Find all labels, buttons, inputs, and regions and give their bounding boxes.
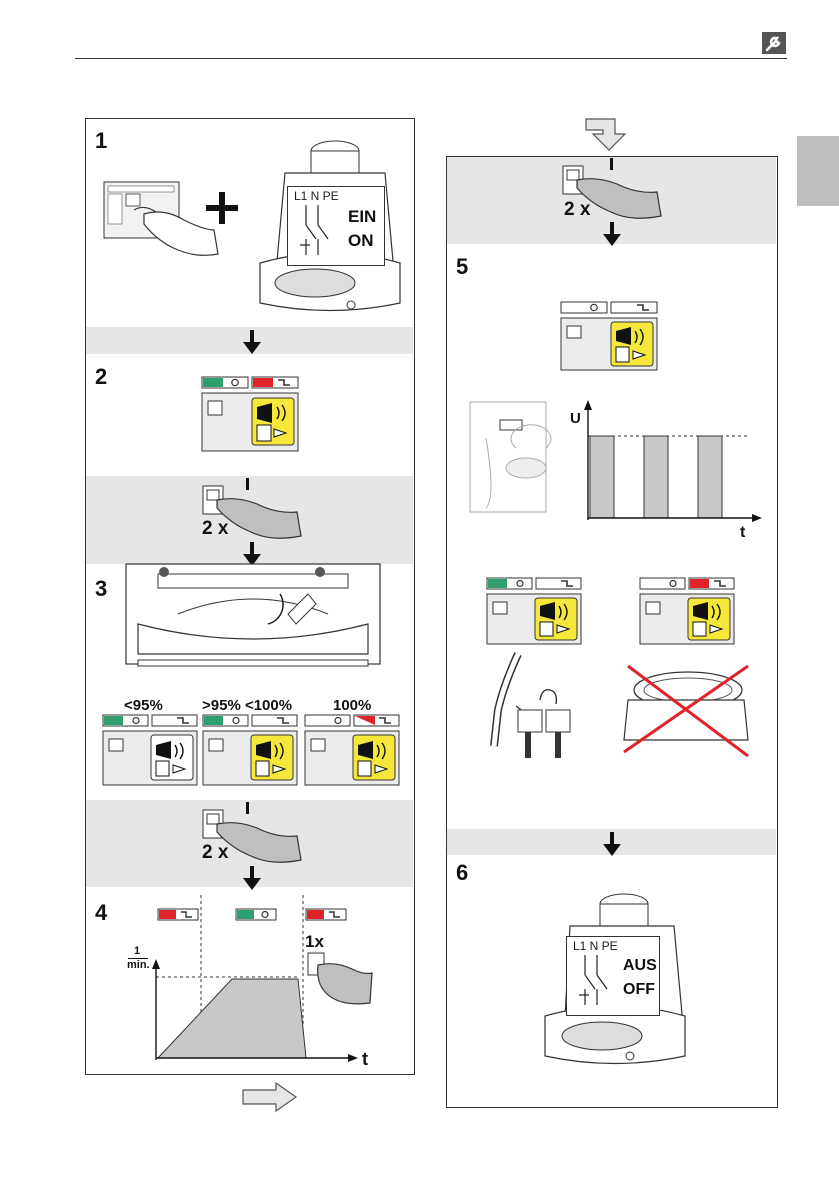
header-rule bbox=[75, 58, 787, 59]
switch-on-de: EIN bbox=[348, 207, 376, 227]
down-arrow-4 bbox=[603, 222, 621, 248]
switch-symbol bbox=[294, 205, 342, 255]
status-panel-step5-green bbox=[487, 578, 581, 644]
fill-level-100: 100% bbox=[333, 697, 371, 714]
switch-off-de: AUS bbox=[623, 957, 657, 975]
speed-y-numerator: 1 bbox=[134, 945, 140, 957]
press-count-2: 2 x bbox=[202, 842, 228, 864]
crossed-out-container-illustration bbox=[618, 660, 754, 760]
voltage-y-label: U bbox=[570, 410, 581, 427]
fill-level-below-95: <95% bbox=[124, 697, 163, 714]
continue-arrow-down bbox=[585, 118, 629, 152]
press-once-label: 1x bbox=[305, 932, 324, 952]
speed-y-denominator: min. bbox=[127, 959, 150, 971]
press-count-3: 2 x bbox=[564, 199, 590, 221]
wrench-icon bbox=[762, 32, 786, 54]
status-panel-step2 bbox=[202, 377, 298, 451]
voltage-graph bbox=[568, 400, 768, 530]
status-panel-step5 bbox=[561, 302, 657, 370]
continue-arrow-right bbox=[242, 1082, 298, 1112]
voltage-x-label: t bbox=[740, 524, 745, 542]
switch-off-en: OFF bbox=[623, 981, 655, 999]
switch-on-en: ON bbox=[348, 231, 374, 251]
down-arrow-3 bbox=[243, 866, 261, 892]
step-number-2: 2 bbox=[95, 364, 107, 390]
chapter-tab bbox=[797, 136, 839, 206]
status-panel-lt95 bbox=[103, 715, 197, 785]
fill-level-95-100: >95% <100% bbox=[202, 697, 292, 714]
switch-symbol-off bbox=[573, 955, 621, 1005]
step-number-3: 3 bbox=[95, 576, 107, 602]
step-number-1: 1 bbox=[95, 128, 107, 154]
speed-graph bbox=[120, 895, 370, 1065]
collection-container-illustration bbox=[118, 564, 388, 674]
down-arrow-1 bbox=[243, 330, 261, 356]
mains-switch-label-off: L1 N PE AUS OFF bbox=[566, 936, 660, 1016]
step-number-6: 6 bbox=[456, 860, 468, 886]
status-panel-step5-red bbox=[640, 578, 734, 644]
switch-terminals: L1 N PE bbox=[294, 189, 339, 203]
down-arrow-5 bbox=[603, 832, 621, 858]
press-count-1: 2 x bbox=[202, 518, 228, 540]
suction-hoses-illustration bbox=[488, 650, 598, 760]
mains-switch-label-on: L1 N PE EIN ON bbox=[287, 186, 385, 266]
status-panel-100 bbox=[305, 715, 399, 785]
step-number-5: 5 bbox=[456, 254, 468, 280]
machine-detail-illustration bbox=[466, 398, 550, 518]
step-number-4: 4 bbox=[95, 900, 107, 926]
status-panel-95-100 bbox=[203, 715, 297, 785]
switch-terminals-off: L1 N PE bbox=[573, 939, 618, 953]
plus-icon bbox=[204, 190, 240, 226]
speed-x-label: t bbox=[362, 1049, 368, 1070]
